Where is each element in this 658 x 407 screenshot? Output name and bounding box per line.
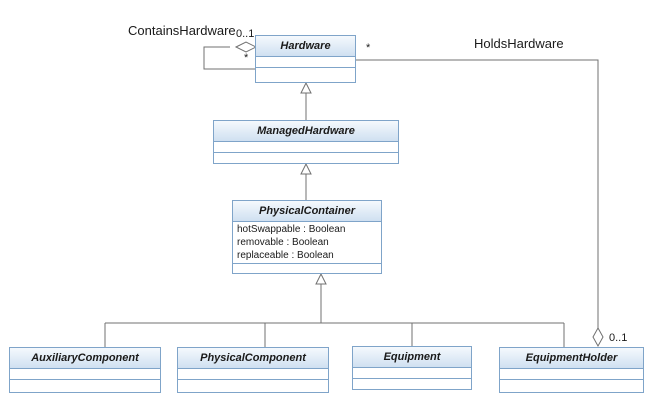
attribute-hot-swappable: hotSwappable : Boolean [237,224,346,235]
contains-hardware-mult-aggregate: 0..1 [236,28,255,40]
attributes-compartment [500,369,643,380]
operations-compartment [178,380,328,388]
operations-compartment [233,264,381,272]
attributes-compartment: hotSwappable : Boolean removable : Boole… [233,222,381,264]
operations-compartment [10,380,160,388]
contains-hardware-aggregation-diamond [234,41,258,53]
class-name: ManagedHardware [214,121,398,142]
class-name: Equipment [353,347,471,368]
attributes-compartment [178,369,328,380]
class-managed-hardware[interactable]: ManagedHardware [213,120,399,164]
class-equipment[interactable]: Equipment [352,346,472,390]
generalization-arrow-physical-container [315,272,327,285]
operations-compartment [500,380,643,388]
class-name: EquipmentHolder [500,348,643,369]
operations-compartment [214,153,398,161]
operations-compartment [256,68,355,76]
generalization-arrow-managed-hardware [300,162,312,175]
attributes-compartment [353,368,471,379]
class-name: Hardware [256,36,355,57]
contains-hardware-label: ContainsHardware [128,23,236,38]
class-name: PhysicalComponent [178,348,328,369]
contains-hardware-mult-part: * [244,52,249,64]
class-name: AuxiliaryComponent [10,348,160,369]
class-physical-container[interactable]: PhysicalContainer hotSwappable : Boolean… [232,200,382,274]
attribute-replaceable: replaceable : Boolean [237,250,334,261]
class-name: PhysicalContainer [233,201,381,222]
class-auxiliary-component[interactable]: AuxiliaryComponent [9,347,161,393]
contains-hardware-link[interactable] [203,46,256,70]
holds-hardware-mult-holder: 0..1 [609,332,628,344]
class-physical-component[interactable]: PhysicalComponent [177,347,329,393]
holds-hardware-link[interactable] [356,59,599,328]
attributes-compartment [10,369,160,380]
attribute-removable: removable : Boolean [237,237,329,248]
attributes-compartment [214,142,398,153]
operations-compartment [353,379,471,387]
holds-hardware-aggregation-diamond [592,326,604,348]
holds-hardware-mult-hardware: * [366,42,371,54]
attributes-compartment [256,57,355,68]
class-hardware[interactable]: Hardware [255,35,356,83]
generalization-arrow-hardware [300,81,312,94]
holds-hardware-label: HoldsHardware [474,36,564,51]
class-equipment-holder[interactable]: EquipmentHolder [499,347,644,393]
